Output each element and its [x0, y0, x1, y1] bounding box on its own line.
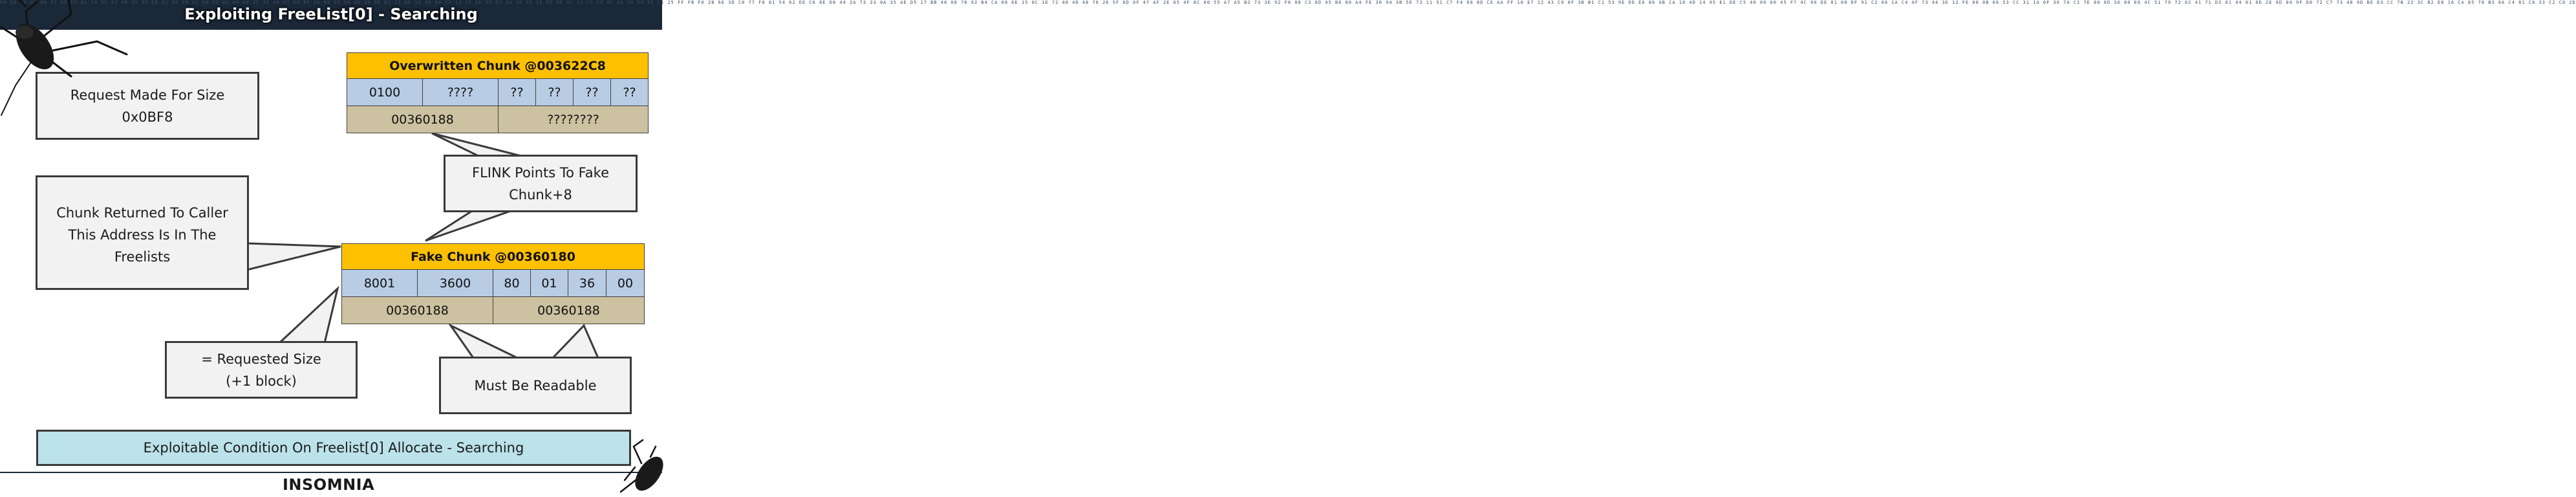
request-size-box: Request Made For Size 0x0BF8 [36, 72, 259, 140]
caption-bar: Exploitable Condition On Freelist[0] All… [36, 430, 631, 466]
chunk-returned-box: Chunk Returned To Caller This Address Is… [36, 175, 249, 290]
readable-line1: Must Be Readable [474, 377, 597, 393]
hex-background: 00 D8 3C 02 00 01 00 FF 81 C4 BC 03 00 4… [0, 0, 2576, 5]
chunk-returned-line2: This Address Is In The [68, 227, 217, 243]
overwritten-cell: ?? [535, 78, 574, 106]
fake-chunk-cell: 80 [493, 269, 531, 297]
overwritten-flink-cell: 00360188 [347, 105, 499, 133]
fake-chunk-table: Fake Chunk @00360180 8001 3600 80 01 36 … [341, 243, 645, 324]
must-be-readable-box: Must Be Readable [439, 357, 632, 414]
slide-title: Exploiting FreeList[0] - Searching [184, 5, 478, 23]
flink-line2: Chunk+8 [509, 186, 572, 203]
chunk-returned-line1: Chunk Returned To Caller [56, 205, 228, 221]
request-size-line2: 0x0BF8 [122, 109, 173, 125]
requested-size-box: = Requested Size (+1 block) [165, 341, 358, 399]
chunk-returned-line3: Freelists [114, 249, 171, 265]
footer-divider [0, 472, 662, 473]
fake-chunk-cell: 00 [605, 269, 645, 297]
callout-tails [246, 132, 600, 359]
fake-chunk-cell: 36 [568, 269, 606, 297]
flink-line1: FLINK Points To Fake [471, 164, 610, 181]
flink-box: FLINK Points To Fake Chunk+8 [444, 155, 638, 212]
fake-chunk-flink-cell: 00360188 [341, 296, 493, 324]
slide-header: 00 D8 3C 02 00 01 00 FF 81 C4 BC 03 00 4… [0, 0, 2576, 30]
overwritten-cell: ?? [573, 78, 611, 106]
overwritten-blink-cell: ???????? [497, 105, 649, 133]
request-size-line1: Request Made For Size [70, 87, 225, 103]
insomnia-logo: INSOMNIA [283, 476, 375, 494]
overwritten-cell: 0100 [347, 78, 423, 106]
requested-size-line1: = Requested Size [201, 351, 321, 367]
cockroach-icon [0, 0, 128, 116]
cockroach-icon [619, 439, 663, 493]
fake-chunk-cell: 3600 [417, 269, 493, 297]
requested-size-line2: (+1 block) [226, 373, 297, 389]
overwritten-chunk-table: Overwritten Chunk @003622C8 0100 ???? ??… [346, 52, 649, 133]
fake-chunk-blink-cell: 00360188 [492, 296, 645, 324]
fake-chunk-header: Fake Chunk @00360180 [341, 243, 645, 270]
fake-chunk-cell: 8001 [341, 269, 418, 297]
overwritten-chunk-header: Overwritten Chunk @003622C8 [346, 52, 649, 79]
fake-chunk-cell: 01 [530, 269, 568, 297]
